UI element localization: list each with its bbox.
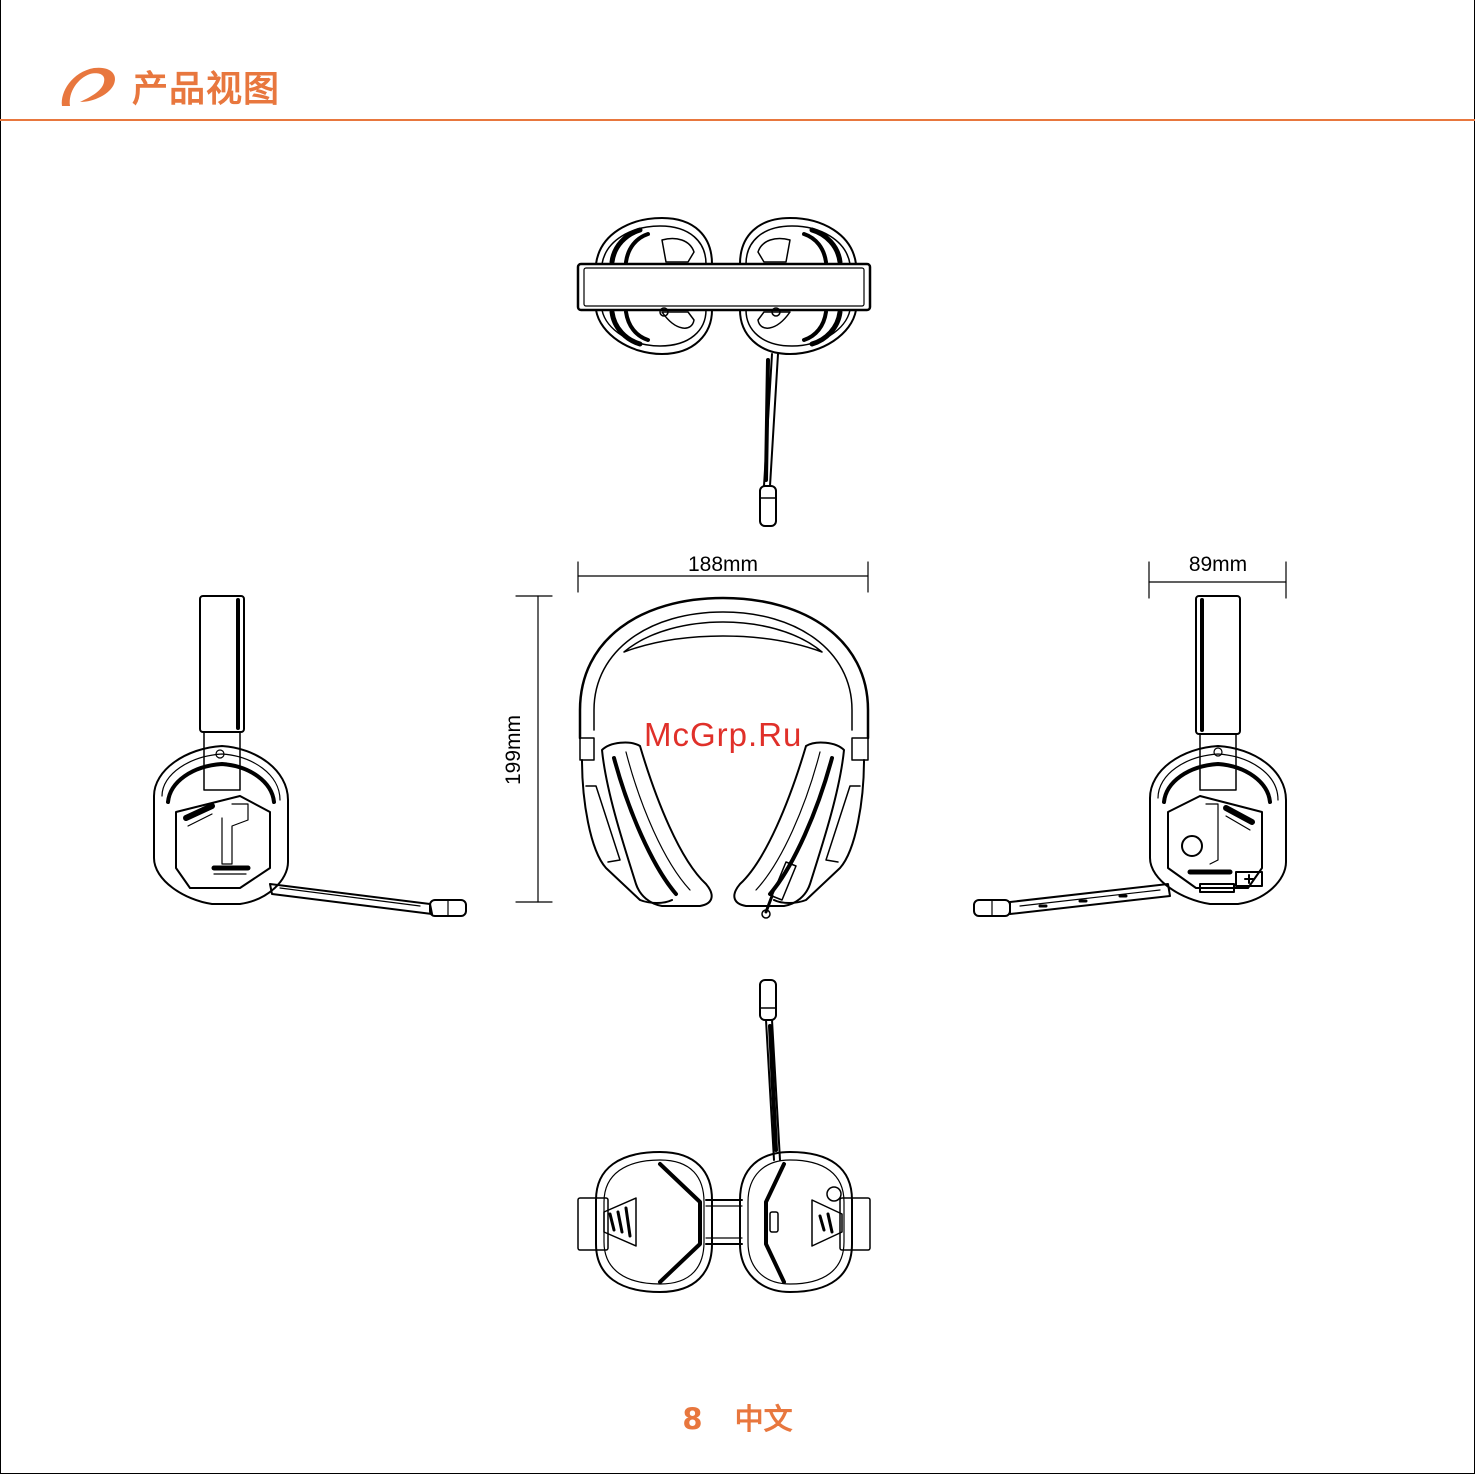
watermark: McGrp.Ru: [644, 716, 802, 754]
headset-front-view-icon: [580, 598, 868, 918]
width-dimension-label: 188mm: [688, 553, 758, 576]
headset-right-view-icon: [974, 596, 1286, 916]
headset-bottom-view-icon: [578, 980, 870, 1292]
height-dimension-label: 199mm: [502, 715, 525, 785]
page-footer: 8 中文: [0, 1396, 1475, 1438]
depth-dimension-label: 89mm: [1189, 553, 1247, 576]
footer-language: 中文: [735, 1396, 793, 1438]
headset-top-view-icon: [578, 218, 870, 526]
headset-left-view-icon: [154, 596, 466, 916]
page-number: 8: [682, 1402, 702, 1436]
